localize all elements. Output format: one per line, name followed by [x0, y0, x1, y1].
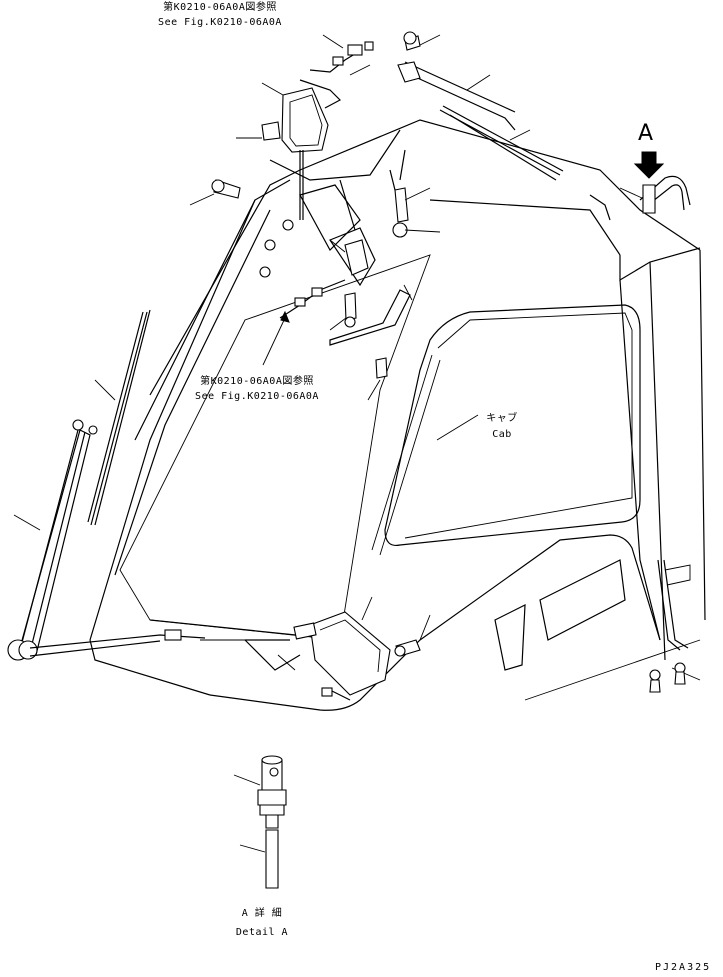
- leader-lines: [13, 34, 701, 853]
- drawing-code: PJ2A325: [655, 962, 712, 973]
- view-marker-a: A: [638, 121, 654, 146]
- cab-label-en: Cab: [492, 429, 512, 440]
- view-a-arrow: [633, 151, 665, 214]
- detail-label-jp: A 詳 細: [241, 908, 283, 919]
- detail-a-part: [257, 755, 287, 889]
- detail-label-en: Detail A: [235, 927, 289, 938]
- wiper-assembly-left: [7, 309, 206, 661]
- cab-label-jp: キャブ: [486, 413, 518, 424]
- mount-brackets: [211, 121, 411, 379]
- mid-reference-en: See Fig.K0210-06A0A: [195, 391, 319, 402]
- mid-reference-jp: 第K0210-06A0A図参照: [200, 376, 314, 387]
- wiper-motor: [244, 611, 421, 701]
- work-lamp: [281, 41, 374, 220]
- lower-right-connectors: [649, 662, 686, 693]
- top-reference-jp: 第K0210-06A0A図参照: [163, 2, 277, 13]
- rear-wiper: [397, 31, 564, 181]
- cab-outline: [89, 119, 706, 711]
- top-reference-en: See Fig.K0210-06A0A: [158, 17, 282, 28]
